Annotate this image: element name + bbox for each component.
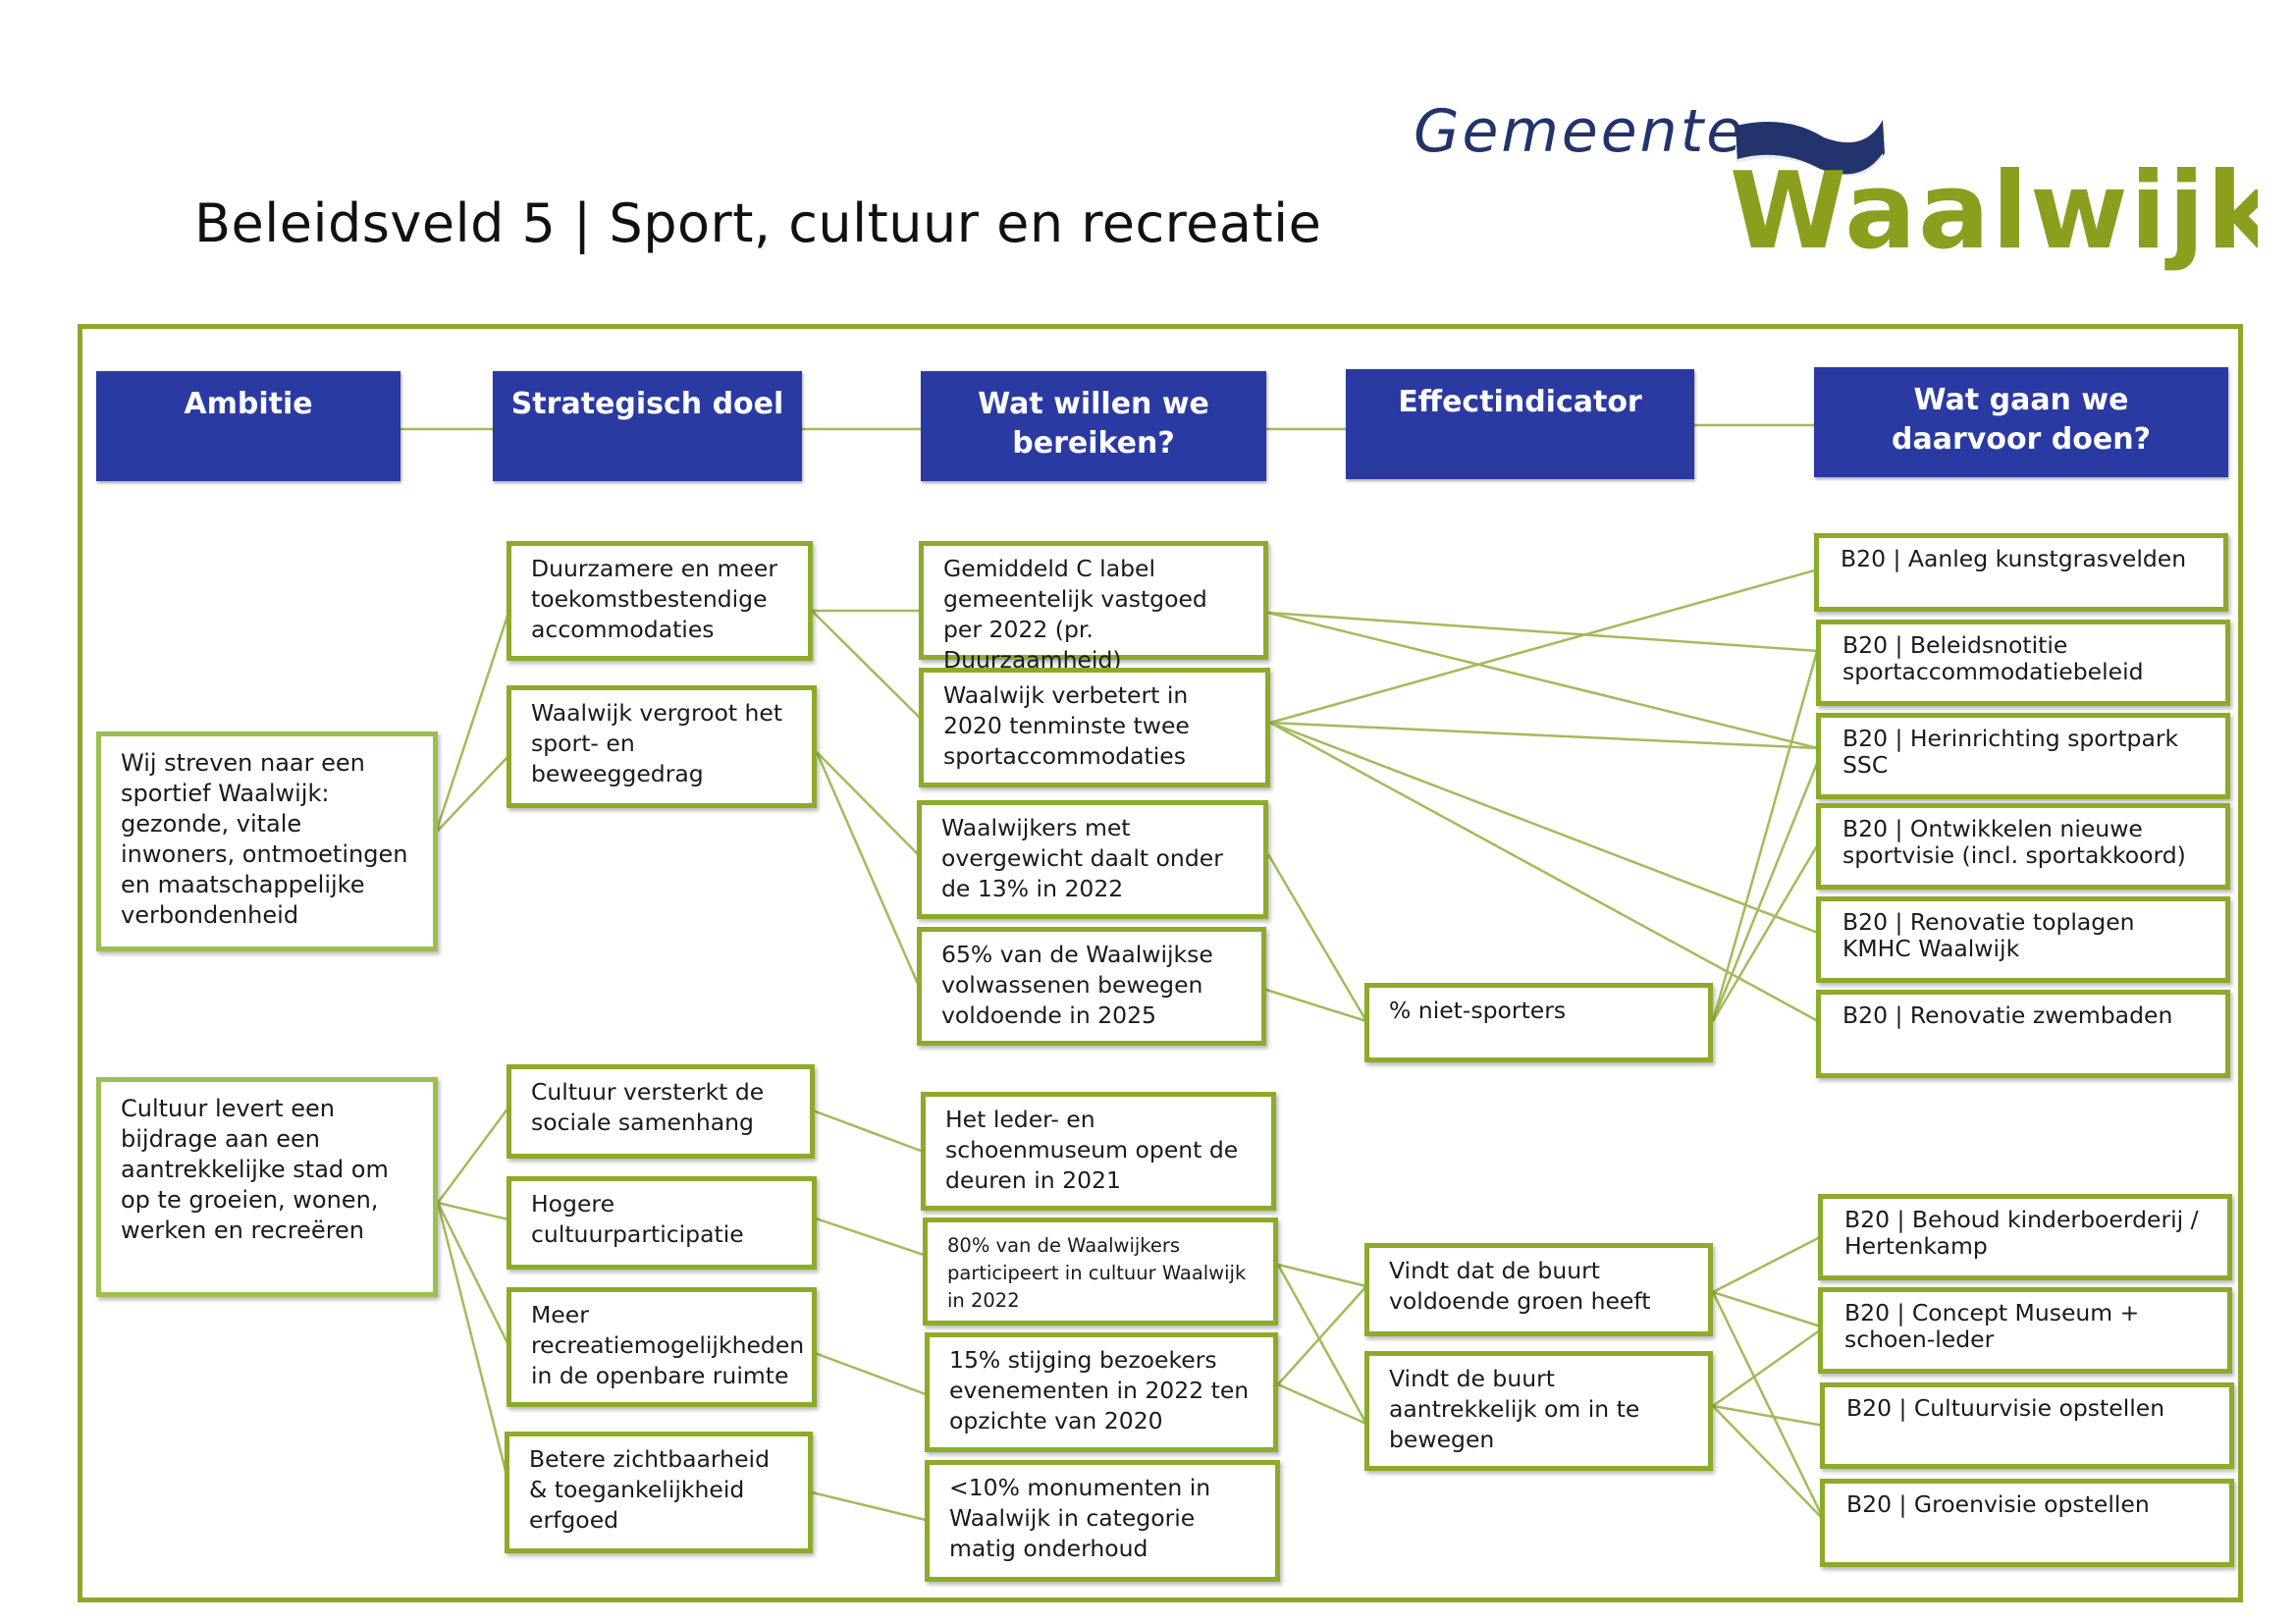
connector-goal4-target6	[812, 1216, 925, 1257]
target-volwassenen-bewegen: 65% van de Waalwijkse volwassenen bewege…	[917, 927, 1266, 1046]
target-evenementen: 15% stijging bezoekers evenementen in 20…	[925, 1332, 1278, 1452]
connector-target2-action3	[1269, 721, 1819, 750]
target-overgewicht: Waalwijkers met overgewicht daalt onder …	[917, 800, 1268, 919]
connector-amb1-goal2	[435, 755, 509, 834]
action-beleidsnotitie: B20 | Beleidsnotitie sportaccommodatiebe…	[1816, 620, 2230, 706]
gemeente-waalwijk-logo: Gemeente Waalwijk	[1414, 97, 2258, 273]
connector-goal2-target4	[815, 751, 920, 985]
ambition-cultuur: Cultuur levert een bijdrage aan een aant…	[96, 1077, 438, 1297]
action-cultuurvisie: B20 | Cultuurvisie opstellen	[1820, 1382, 2234, 1469]
target-cultuurparticipatie: 80% van de Waalwijkers participeert in c…	[923, 1218, 1278, 1326]
action-renovatie-zwembaden: B20 | Renovatie zwembaden	[1816, 990, 2230, 1078]
connector-target2-action1	[1269, 568, 1819, 725]
indicator-voldoende-groen: Vindt dat de buurt voldoende groen heeft	[1364, 1243, 1713, 1336]
diagram-frame	[78, 324, 2243, 1602]
action-concept-museum: B20 | Concept Museum + schoen-leder	[1818, 1287, 2232, 1374]
indicator-aantrekkelijk-bewegen: Vindt de buurt aantrekkelijk om in te be…	[1364, 1351, 1713, 1471]
logo-wave-icon	[1737, 153, 1883, 187]
connector-amb2-goal4	[437, 1201, 509, 1221]
target-sportaccommodaties: Waalwijk verbetert in 2020 tenminste twe…	[919, 668, 1270, 787]
connector-target1-action2	[1267, 611, 1819, 653]
connector-indicator3-action8	[1712, 1326, 1825, 1408]
action-groenvisie: B20 | Groenvisie opstellen	[1820, 1479, 2234, 1567]
connector-target7-indicator2	[1277, 1285, 1367, 1385]
header-wat-gaan-we-doen: Wat gaan we daarvoor doen?	[1814, 367, 2228, 477]
connector-target7-indicator3	[1277, 1382, 1367, 1426]
connector-goal2-target3	[816, 751, 919, 855]
indicator-niet-sporters: % niet-sporters	[1364, 983, 1713, 1062]
ambition-sport: Wij streven naar een sportief Waalwijk: …	[96, 731, 438, 951]
goal-cultuurparticipatie: Hogere cultuurparticipatie	[507, 1176, 817, 1270]
connector-target2-action5	[1269, 721, 1819, 935]
connector-amb2-goal3	[436, 1107, 510, 1204]
connector-indicator2-action10	[1711, 1291, 1826, 1521]
connector-indicator3-action9	[1712, 1404, 1825, 1428]
connector-amb2-goal5	[436, 1202, 510, 1346]
connector-goal1-target2	[811, 610, 922, 720]
action-kunstgrasvelden: B20 | Aanleg kunstgrasvelden	[1814, 533, 2228, 612]
connector-target6-indicator2	[1277, 1263, 1367, 1288]
target-monumenten: <10% monumenten in Waalwijk in categorie…	[925, 1460, 1280, 1582]
target-ledermuseum: Het leder- en schoenmuseum opent de deur…	[921, 1092, 1276, 1211]
logo-flag-icon	[1735, 120, 1885, 177]
connector-target2-action6	[1269, 721, 1819, 1023]
header-wat-willen-we-bereiken: Wat willen we bereiken?	[921, 371, 1266, 481]
logo-text-gemeente: Gemeente	[1414, 97, 1745, 166]
connector-goal3-target5	[812, 1109, 922, 1153]
connector-indicator3-action10	[1712, 1405, 1825, 1521]
connector-target6-indicator3	[1276, 1264, 1368, 1425]
goal-recreatiemogelijkheden: Meer recreatiemogelijkheden in de openba…	[507, 1287, 817, 1407]
action-herinrichting-ssc: B20 | Herinrichting sportpark SSC	[1816, 713, 2230, 799]
connector-amb2-goal6	[436, 1202, 510, 1484]
action-renovatie-kmhc: B20 | Renovatie toplagen KMHC Waalwijk	[1816, 896, 2230, 983]
target-c-label: Gemiddeld C label gemeentelijk vastgoed …	[919, 541, 1268, 674]
connector-indicator2-action7	[1712, 1233, 1825, 1294]
connector-goal6-target8	[811, 1490, 927, 1522]
action-sportvisie: B20 | Ontwikkelen nieuwe sportvisie (inc…	[1816, 803, 2230, 890]
goal-duurzame-accommodaties: Duurzamere en meer toekomstbestendige ac…	[507, 541, 813, 661]
page-title: Beleidsveld 5 | Sport, cultuur en recrea…	[194, 192, 1322, 254]
header-strategisch-doel: Strategisch doel	[493, 371, 802, 481]
connector-indicator1-action4	[1711, 843, 1820, 1022]
connector-target1-action3	[1267, 611, 1819, 750]
goal-sport-beweeggedrag: Waalwijk vergroot het sport- en beweegge…	[507, 685, 817, 808]
connector-indicator1-action1	[1711, 647, 1820, 1022]
goal-sociale-samenhang: Cultuur versterkt de sociale samenhang	[507, 1064, 815, 1159]
goal-zichtbaarheid-erfgoed: Betere zichtbaarheid & toegankelijkheid …	[505, 1432, 813, 1553]
logo-text-waalwijk: Waalwijk	[1730, 150, 2258, 273]
connector-goal5-target7	[814, 1351, 927, 1396]
header-ambitie: Ambitie	[96, 371, 400, 481]
connector-target3-indicator1	[1266, 853, 1368, 1022]
header-effectindicator: Effectindicator	[1346, 369, 1694, 479]
connector-indicator1-action3	[1711, 760, 1820, 1022]
connector-target4-indicator1	[1265, 988, 1367, 1023]
connector-indicator2-action8	[1712, 1290, 1825, 1329]
action-kinderboerderij: B20 | Behoud kinderboerderij / Hertenkam…	[1818, 1194, 2232, 1280]
connector-amb1-goal1	[434, 612, 510, 834]
